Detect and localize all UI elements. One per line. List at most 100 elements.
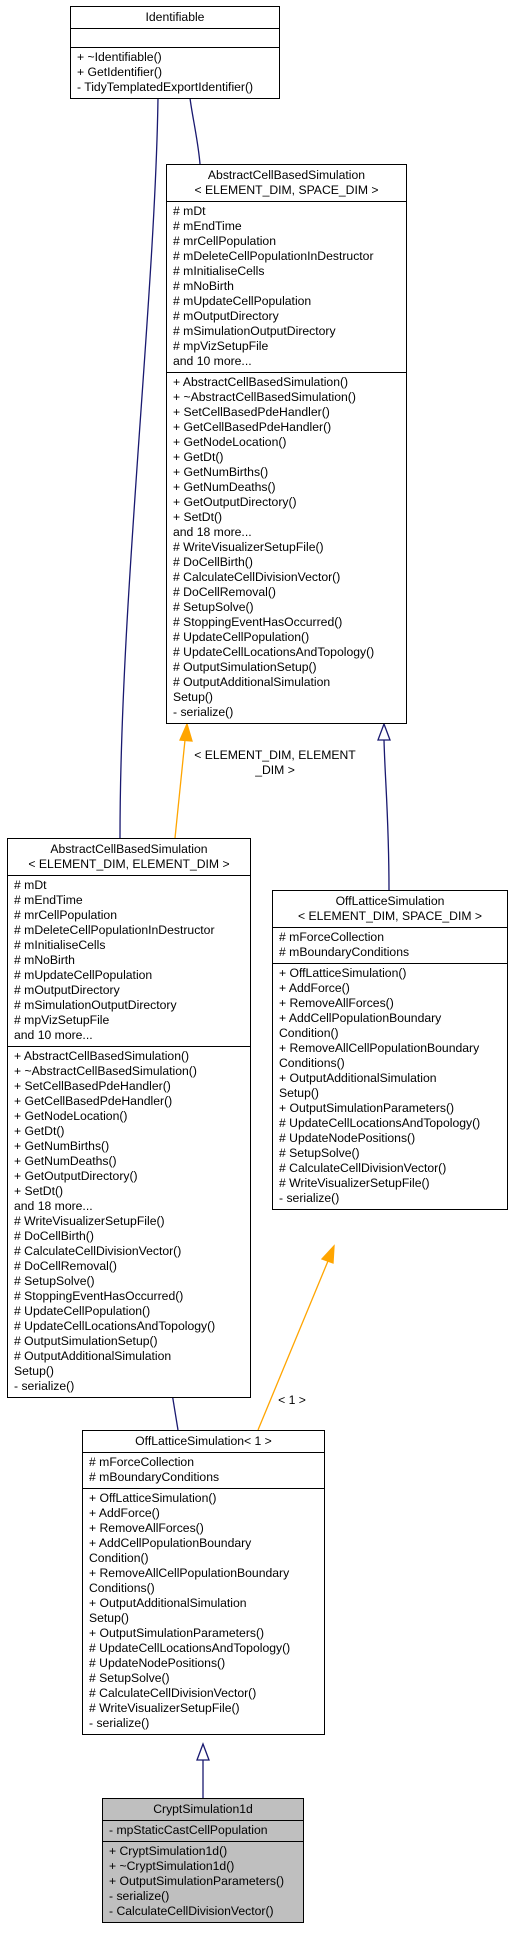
class-off-lattice-simulation-1[interactable]: OffLatticeSimulation< 1 ># mForceCollect… [82, 1430, 325, 1735]
edge-label-line: _DIM > [255, 763, 295, 777]
method-item: + AddForce() [279, 981, 350, 995]
method-item: + AbstractCellBasedSimulation() [173, 375, 349, 389]
class-abstract-cell-based-simulation-element-space[interactable]: AbstractCellBasedSimulation< ELEMENT_DIM… [166, 164, 407, 724]
class-attributes [71, 28, 279, 47]
method-item: - serialize() [89, 1716, 150, 1730]
method-item: + GetNumBirths() [173, 465, 269, 479]
class-methods: + AbstractCellBasedSimulation()+ ~Abstra… [167, 372, 406, 723]
method-item: + GetNumDeaths() [173, 480, 276, 494]
edge-label-one-binding: < 1 > [272, 1393, 312, 1408]
class-title: CryptSimulation1d [103, 1799, 303, 1820]
method-item: + AbstractCellBasedSimulation() [14, 1049, 190, 1063]
method-item: # CalculateCellDivisionVector() [173, 570, 341, 584]
method-item: Conditions() [279, 1056, 345, 1070]
class-attributes: # mDt# mEndTime# mrCellPopulation# mDele… [8, 875, 250, 1046]
attribute-item: # mNoBirth [173, 279, 234, 293]
attribute-item: # mDt [14, 878, 47, 892]
class-attributes: # mDt# mEndTime# mrCellPopulation# mDele… [167, 201, 406, 372]
edge-inherit-identifiable-abstract-elem [119, 80, 165, 839]
edge-label-line: < 1 > [278, 1393, 306, 1407]
class-name-line: < ELEMENT_DIM, ELEMENT_DIM > [28, 857, 230, 871]
class-name-line: OffLatticeSimulation [335, 894, 445, 908]
method-item: # UpdateCellLocationsAndTopology() [89, 1641, 291, 1655]
method-item: + OutputAdditionalSimulation [89, 1596, 247, 1610]
method-item: + SetCellBasedPdeHandler() [173, 405, 330, 419]
class-title: AbstractCellBasedSimulation< ELEMENT_DIM… [167, 165, 406, 201]
class-crypt-simulation-1d[interactable]: CryptSimulation1d - mpStaticCastCellPopul… [102, 1798, 304, 1923]
attribute-item: and 10 more... [14, 1028, 93, 1042]
method-item: + AddCellPopulationBoundary [89, 1536, 252, 1550]
method-item: # UpdateCellLocationsAndTopology() [279, 1116, 481, 1130]
method-item: # StoppingEventHasOccurred() [14, 1289, 184, 1303]
method-item: # WriteVisualizerSetupFile() [89, 1701, 240, 1715]
attribute-item: # mpVizSetupFile [14, 1013, 110, 1027]
attribute-item: # mOutputDirectory [14, 983, 120, 997]
method-item: - serialize() [173, 705, 234, 719]
method-item: # CalculateCellDivisionVector() [14, 1244, 182, 1258]
method-item: + ~Identifiable() [77, 50, 162, 64]
method-item: + GetDt() [173, 450, 224, 464]
method-item: - CalculateCellDivisionVector() [109, 1904, 274, 1918]
class-attributes: # mForceCollection# mBoundaryConditions [83, 1452, 324, 1488]
method-item: + RemoveAllForces() [279, 996, 394, 1010]
class-methods: + CryptSimulation1d()+ ~CryptSimulation1… [103, 1841, 303, 1922]
attribute-item: # mDt [173, 204, 206, 218]
method-item: + OutputSimulationParameters() [109, 1874, 285, 1888]
method-item: # UpdateCellLocationsAndTopology() [14, 1319, 216, 1333]
method-item: + GetCellBasedPdeHandler() [173, 420, 332, 434]
method-item: + OutputSimulationParameters() [89, 1626, 265, 1640]
method-item: + RemoveAllCellPopulationBoundary [279, 1041, 480, 1055]
method-item: - serialize() [279, 1191, 340, 1205]
class-methods: + OffLatticeSimulation()+ AddForce()+ Re… [83, 1488, 324, 1734]
method-item: + OffLatticeSimulation() [89, 1491, 217, 1505]
attribute-item: # mBoundaryConditions [279, 945, 410, 959]
method-item: # StoppingEventHasOccurred() [173, 615, 343, 629]
attribute-item: - mpStaticCastCellPopulation [109, 1823, 268, 1837]
method-item: + ~AbstractCellBasedSimulation() [173, 390, 356, 404]
method-item: + GetOutputDirectory() [173, 495, 297, 509]
attribute-item: # mrCellPopulation [14, 908, 117, 922]
method-item: + AddForce() [89, 1506, 160, 1520]
method-item: Condition() [279, 1026, 339, 1040]
method-item: # CalculateCellDivisionVector() [279, 1161, 447, 1175]
class-name-line: CryptSimulation1d [153, 1802, 253, 1816]
method-item: # SetupSolve() [89, 1671, 170, 1685]
method-item: + GetDt() [14, 1124, 65, 1138]
method-item: # WriteVisualizerSetupFile() [279, 1176, 430, 1190]
method-item: - TidyTemplatedExportIdentifier() [77, 80, 254, 94]
class-name-line: Identifiable [145, 10, 205, 24]
attribute-item: # mForceCollection [89, 1455, 194, 1469]
method-item: + SetDt() [173, 510, 223, 524]
method-item: + AddCellPopulationBoundary [279, 1011, 442, 1025]
class-title: OffLatticeSimulation< ELEMENT_DIM, SPACE… [273, 891, 507, 927]
attribute-item: # mEndTime [173, 219, 242, 233]
method-item: Setup() [14, 1364, 54, 1378]
attribute-item: # mSimulationOutputDirectory [14, 998, 177, 1012]
attribute-item: and 10 more... [173, 354, 252, 368]
method-item: + GetNodeLocation() [14, 1109, 128, 1123]
method-item: + CryptSimulation1d() [109, 1844, 228, 1858]
class-identifiable[interactable]: Identifiable + ~Identifiable()+ GetIdenti… [70, 6, 280, 99]
class-abstract-cell-based-simulation-element-element[interactable]: AbstractCellBasedSimulation< ELEMENT_DIM… [7, 838, 251, 1398]
class-name-line: < ELEMENT_DIM, SPACE_DIM > [194, 183, 379, 197]
method-item: # WriteVisualizerSetupFile() [173, 540, 324, 554]
class-title: Identifiable [71, 7, 279, 28]
class-methods: + OffLatticeSimulation()+ AddForce()+ Re… [273, 963, 507, 1209]
method-item: + OutputSimulationParameters() [279, 1101, 455, 1115]
method-item: # DoCellBirth() [14, 1229, 94, 1243]
method-item: # UpdateNodePositions() [89, 1656, 226, 1670]
edge-label-line: < ELEMENT_DIM, ELEMENT [194, 748, 356, 762]
method-item: # OutputSimulationSetup() [173, 660, 317, 674]
class-off-lattice-simulation-template[interactable]: OffLatticeSimulation< ELEMENT_DIM, SPACE… [272, 890, 508, 1210]
method-item: Conditions() [89, 1581, 155, 1595]
attribute-item: # mSimulationOutputDirectory [173, 324, 336, 338]
method-item: and 18 more... [14, 1199, 93, 1213]
method-item: + OffLatticeSimulation() [279, 966, 407, 980]
method-item: + GetIdentifier() [77, 65, 163, 79]
attribute-item: # mForceCollection [279, 930, 384, 944]
method-item: Setup() [89, 1611, 129, 1625]
class-title: OffLatticeSimulation< 1 > [83, 1431, 324, 1452]
method-item: + RemoveAllForces() [89, 1521, 204, 1535]
method-item: # UpdateCellPopulation() [173, 630, 310, 644]
class-attributes: # mForceCollection# mBoundaryConditions [273, 927, 507, 963]
